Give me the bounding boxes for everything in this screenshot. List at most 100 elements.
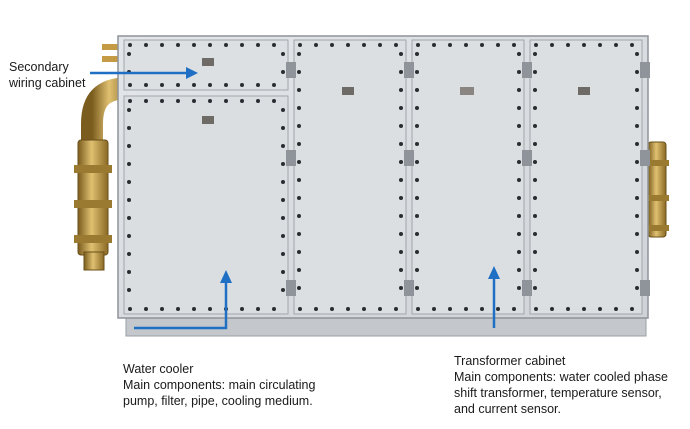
panel-bolts [127, 43, 639, 311]
bolt [297, 160, 301, 164]
arrowhead [488, 266, 500, 279]
bolt [281, 108, 285, 112]
bolt [399, 70, 403, 74]
bolt [614, 43, 618, 47]
bolt [448, 43, 452, 47]
bolt [512, 307, 516, 311]
bolt [635, 52, 639, 56]
bolt [297, 88, 301, 92]
cabinet-panel-4 [529, 39, 643, 315]
bolt [635, 250, 639, 254]
bolt [635, 160, 639, 164]
bolt [415, 160, 419, 164]
bolt [224, 83, 228, 87]
right-brass-pipe [645, 141, 669, 238]
bolt [517, 88, 521, 92]
bolt [127, 144, 131, 148]
bolt [208, 99, 212, 103]
water-cooler-panel [123, 95, 289, 315]
bolt [566, 307, 570, 311]
bolt [160, 99, 164, 103]
bolt [240, 307, 244, 311]
bolt [399, 214, 403, 218]
bolt [128, 307, 132, 311]
bolt [256, 99, 260, 103]
bolt [464, 307, 468, 311]
bolt [415, 232, 419, 236]
bolt [176, 307, 180, 311]
callout-arrows [90, 71, 496, 330]
bolt [517, 214, 521, 218]
bolt [630, 43, 634, 47]
nameplate [578, 87, 590, 95]
bolt [297, 286, 301, 290]
connector [102, 44, 122, 50]
bolt [399, 178, 403, 182]
bolt [533, 232, 537, 236]
bolt [533, 124, 537, 128]
bolt [517, 142, 521, 146]
bolt [635, 268, 639, 272]
transformer-cabinet-label: Transformer cabinet Main components: wat… [454, 353, 668, 417]
bolt [399, 286, 403, 290]
bolt [394, 307, 398, 311]
bolt [517, 268, 521, 272]
bolt [272, 83, 276, 87]
bolt [512, 43, 516, 47]
bolt [415, 88, 419, 92]
bolt [128, 99, 132, 103]
bolt [496, 307, 500, 311]
label-line: and current sensor. [454, 402, 562, 416]
bolt [127, 180, 131, 184]
bolt [192, 99, 196, 103]
bolt [480, 43, 484, 47]
bolt [297, 106, 301, 110]
bolt [256, 83, 260, 87]
bolt [281, 180, 285, 184]
bolt [415, 178, 419, 182]
bolt [635, 70, 639, 74]
cabinet-panel-2 [293, 39, 407, 315]
bolt [127, 108, 131, 112]
transformer-panel [411, 39, 525, 315]
bolt [394, 43, 398, 47]
bolt [272, 99, 276, 103]
label-line: Water cooler [123, 362, 194, 376]
bolt [534, 43, 538, 47]
bolt [415, 250, 419, 254]
bolt [378, 43, 382, 47]
bolt [415, 268, 419, 272]
bolt [192, 307, 196, 311]
bolt [127, 162, 131, 166]
bolt [281, 234, 285, 238]
bolt [297, 178, 301, 182]
bolt [517, 196, 521, 200]
hinges [286, 62, 650, 296]
bolt [598, 43, 602, 47]
bolt [297, 142, 301, 146]
bolt [432, 307, 436, 311]
bolt [297, 232, 301, 236]
bolt [240, 99, 244, 103]
label-line: pump, filter, pipe, cooling medium. [123, 394, 313, 408]
secondary-wiring-label: Secondary wiring cabinet [9, 59, 85, 91]
bolt [399, 268, 403, 272]
nameplate [460, 87, 474, 95]
bolt [464, 43, 468, 47]
bolt [415, 106, 419, 110]
bolt [496, 43, 500, 47]
bolt [533, 250, 537, 254]
bolt [224, 99, 228, 103]
bolt [517, 52, 521, 56]
bolt [415, 52, 419, 56]
bolt [256, 307, 260, 311]
bolt [399, 160, 403, 164]
label-line: wiring cabinet [9, 76, 86, 90]
label-line: Main components: main circulating [123, 378, 316, 392]
bolt [415, 214, 419, 218]
label-line: Secondary [9, 60, 69, 74]
bolt [399, 52, 403, 56]
bolt [281, 216, 285, 220]
bolt [533, 268, 537, 272]
bolt [208, 43, 212, 47]
